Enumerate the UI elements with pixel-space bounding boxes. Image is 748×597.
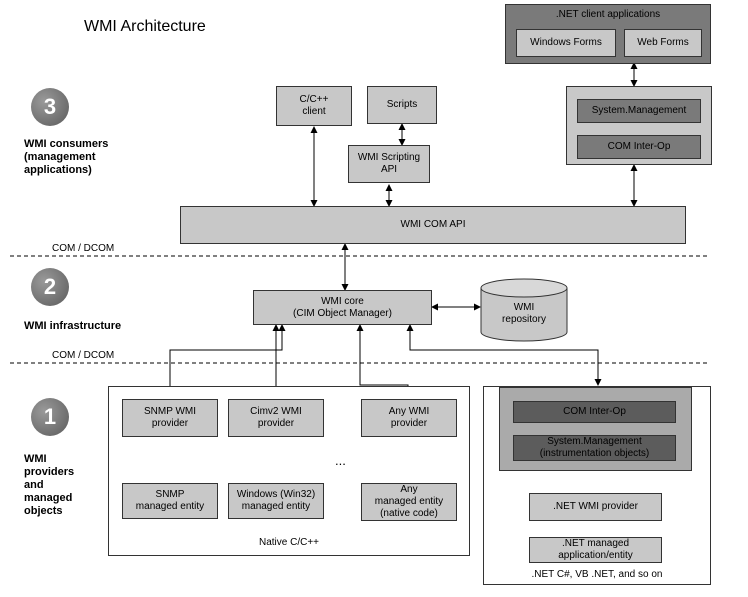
scripts-box: Scripts <box>367 86 437 124</box>
system-management-box: System.Management <box>577 99 701 123</box>
wmi-core-box: WMI core (CIM Object Manager) <box>253 290 432 325</box>
snmp-entity-box: SNMP managed entity <box>122 483 218 519</box>
native-caption: Native C/C++ <box>258 537 320 548</box>
system-management-group: System.Management COM Inter-Op <box>566 86 712 165</box>
com-interop-box-consumers: COM Inter-Op <box>577 135 701 159</box>
managed-interop-group: COM Inter-Op System.Management (instrume… <box>499 387 692 471</box>
layer-3-badge: 3 <box>31 88 69 126</box>
snmp-provider-box: SNMP WMI provider <box>122 399 218 437</box>
windows-forms-box: Windows Forms <box>516 29 616 57</box>
cimv2-provider-box: Cimv2 WMI provider <box>228 399 324 437</box>
managed-providers-group: COM Inter-Op System.Management (instrume… <box>483 386 711 585</box>
diagram-title: WMI Architecture <box>84 18 206 35</box>
layer-2-badge: 2 <box>31 268 69 306</box>
native-providers-group: SNMP WMI provider Cimv2 WMI provider Any… <box>108 386 470 556</box>
layer-1-label: WMI providers and managed objects <box>24 453 75 517</box>
com-dcom-label-top: COM / DCOM <box>52 243 115 254</box>
net-client-apps-title: .NET client applications <box>555 9 661 20</box>
managed-caption: .NET C#, VB .NET, and so on <box>531 569 663 580</box>
web-forms-box: Web Forms <box>624 29 702 57</box>
wmi-scripting-api-box: WMI Scripting API <box>348 145 430 183</box>
windows-entity-box: Windows (Win32) managed entity <box>228 483 324 519</box>
layer-1-badge: 1 <box>31 398 69 436</box>
layer-2-label: WMI infrastructure <box>24 320 122 332</box>
any-entity-box: Any managed entity (native code) <box>361 483 457 521</box>
wmi-com-api-box: WMI COM API <box>180 206 686 244</box>
c-client-box: C/C++ client <box>276 86 352 126</box>
com-interop-box-providers: COM Inter-Op <box>513 401 676 423</box>
system-management-instrumentation-box: System.Management (instrumentation objec… <box>513 435 676 461</box>
wmi-repository-cylinder: WMI repository <box>480 278 568 342</box>
net-client-apps-group: .NET client applications Windows Forms W… <box>505 4 711 64</box>
net-wmi-provider-box: .NET WMI provider <box>529 493 662 521</box>
com-dcom-label-bottom: COM / DCOM <box>52 350 115 361</box>
any-provider-box: Any WMI provider <box>361 399 457 437</box>
wmi-repository-label: WMI repository <box>502 302 546 325</box>
layer-3-label: WMI consumers (management applications) <box>24 138 109 176</box>
net-managed-app-box: .NET managed application/entity <box>529 537 662 563</box>
ellipsis-label: ... <box>335 453 346 468</box>
